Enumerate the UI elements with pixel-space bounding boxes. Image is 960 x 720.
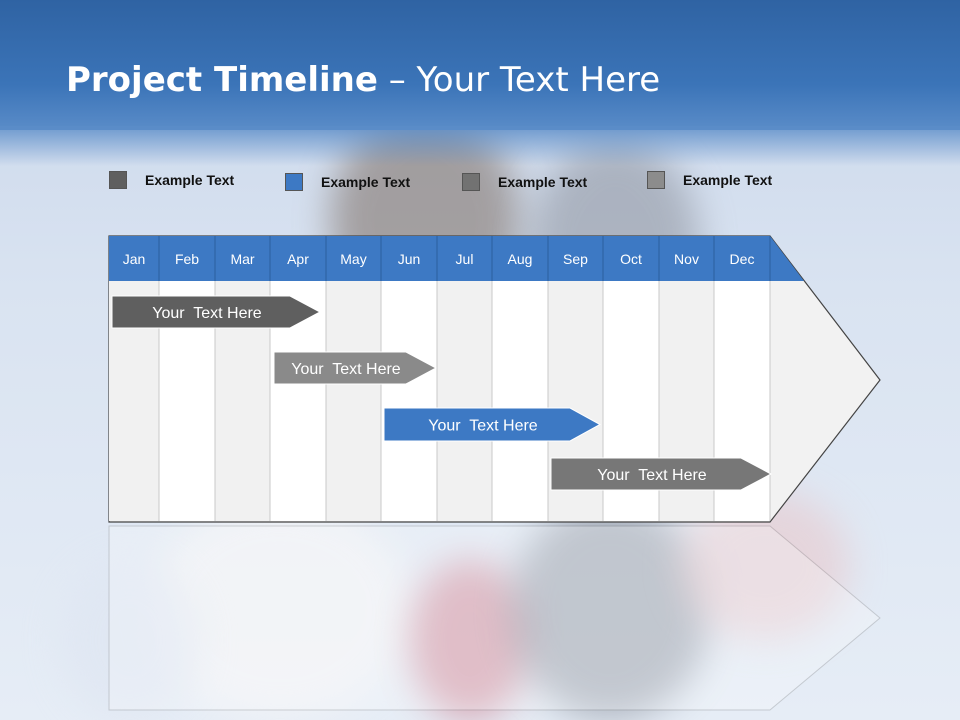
month-column bbox=[437, 281, 492, 521]
legend-swatch bbox=[647, 171, 665, 189]
month-header-tip bbox=[770, 236, 804, 281]
task-bar-label: Your Text Here bbox=[291, 361, 401, 378]
month-label: Jan bbox=[123, 251, 146, 267]
legend-swatch bbox=[285, 173, 303, 191]
legend-label: Example Text bbox=[145, 172, 235, 188]
task-bar-label: Your Text Here bbox=[152, 305, 262, 322]
task-bar[interactable] bbox=[550, 457, 773, 491]
month-label: Jun bbox=[398, 251, 421, 267]
legend-swatch bbox=[462, 173, 480, 191]
slide-title: Project Timeline – Your Text Here bbox=[66, 60, 660, 100]
legend-item-2: Example Text bbox=[285, 172, 410, 192]
title-bold: Project Timeline bbox=[66, 60, 378, 100]
month-label: Apr bbox=[287, 251, 309, 267]
legend-item-1: Example Text bbox=[109, 170, 234, 190]
header-band bbox=[0, 0, 960, 130]
month-label: Nov bbox=[674, 251, 699, 267]
legend-item-3: Example Text bbox=[462, 172, 587, 192]
month-label: Mar bbox=[230, 251, 254, 267]
month-column bbox=[326, 281, 381, 521]
month-label: Oct bbox=[620, 251, 642, 267]
month-label: Aug bbox=[508, 251, 533, 267]
task-bar-label: Your Text Here bbox=[428, 418, 538, 435]
task-bar[interactable] bbox=[111, 295, 322, 329]
timeline-reflection bbox=[108, 525, 881, 711]
month-column bbox=[381, 281, 437, 521]
legend-item-4: Example Text bbox=[647, 170, 772, 190]
month-label: May bbox=[340, 251, 366, 267]
month-column bbox=[492, 281, 548, 521]
legend-label: Example Text bbox=[683, 172, 773, 188]
legend-label: Example Text bbox=[498, 174, 588, 190]
legend-label: Example Text bbox=[321, 174, 411, 190]
legend-swatch bbox=[109, 171, 127, 189]
task-bar-label: Your Text Here bbox=[597, 467, 707, 484]
title-rest: – Your Text Here bbox=[377, 60, 661, 100]
month-label: Dec bbox=[730, 251, 755, 267]
month-label: Feb bbox=[175, 251, 199, 267]
task-bar[interactable] bbox=[383, 407, 602, 442]
month-label: Jul bbox=[456, 251, 474, 267]
header-fade bbox=[0, 126, 960, 166]
month-label: Sep bbox=[563, 251, 588, 267]
month-header-band bbox=[109, 236, 770, 281]
task-bar[interactable] bbox=[273, 351, 438, 385]
